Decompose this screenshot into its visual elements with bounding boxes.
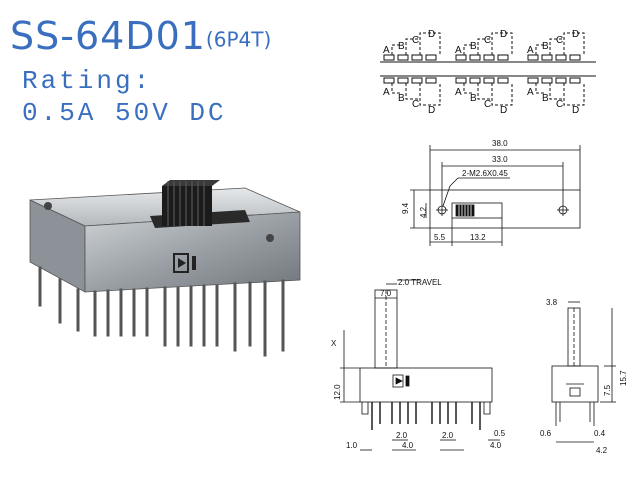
dim-half-height: 4.2 [419,206,428,218]
side-view-drawing [551,301,616,443]
dim-span-a: 4.0 [402,441,414,450]
switch-knob [162,180,220,226]
letter-d: D [500,105,507,116]
rating-label: Rating: [22,66,153,96]
model-title: SS-64D01(6P4T) [10,14,271,58]
switch-pins [38,266,285,357]
letter-d: D [572,29,579,40]
model-number: SS-64D01 [10,14,206,58]
mount-hole-right [266,234,274,242]
letter-b: B [542,93,549,104]
letter-b: B [398,93,405,104]
letter-c: C [556,99,563,110]
front-symbol-icon [392,374,410,388]
letter-c: C [412,35,419,46]
dim-total-height: 15.7 [619,370,628,386]
letter-c: C [412,99,419,110]
rating-value: 0.5A 50V DC [22,98,227,128]
letter-d: D [428,29,435,40]
letter-a: A [455,45,462,56]
letter-a: A [527,87,534,98]
letter-c: C [484,35,491,46]
dim-screw-spec: 2-M2.6X0.45 [462,169,508,178]
dim-overall-length: 38.0 [492,139,508,148]
top-view-drawing [410,145,581,246]
dim-pin-pitch-a: 2.0 [396,431,408,440]
switch-symbol-icon [173,253,196,273]
dim-slot-length: 13.2 [470,233,486,242]
dim-span-b: 4.0 [490,441,502,450]
letter-d: D [428,105,435,116]
letter-d: D [572,105,579,116]
schematic-group-3 [524,32,596,106]
schematic-group-2 [452,32,524,106]
model-config: (6P4T) [205,27,272,52]
dim-side-pin-b: 0.4 [594,429,606,438]
dim-hole-pitch: 33.0 [492,155,508,164]
letter-c: C [556,35,563,46]
letter-b: B [470,93,477,104]
front-view-drawing [340,279,500,451]
letter-a: A [527,45,534,56]
contact-schematic [380,32,596,106]
dim-side-pin-a: 0.6 [540,429,552,438]
letter-b: B [542,41,549,52]
dim-pin-length: 1.0 [346,441,358,450]
schematic-group-1 [380,32,452,106]
letter-a: A [383,87,390,98]
dim-travel: 2.0 TRAVEL [398,278,442,287]
dim-knob-width: 7.0 [380,289,392,298]
dim-side-body-height: 7.5 [603,384,612,396]
letter-d: D [500,29,507,40]
dim-body-height: 12.0 [333,384,342,400]
letter-c: C [484,99,491,110]
letter-b: B [398,41,405,52]
letter-a: A [455,87,462,98]
dim-side-knob-width: 3.8 [546,298,558,307]
mount-hole-left [44,202,52,210]
dim-offset: 5.5 [434,233,446,242]
dim-x: X [331,339,337,348]
dim-height: 9.4 [401,202,410,214]
schematic-letters: A B C D A B C D A B C D A B C D A B C D … [383,29,579,116]
letter-b: B [470,41,477,52]
dim-pin-pitch-b: 2.0 [442,431,454,440]
letter-a: A [383,45,390,56]
dim-side-pin-span: 4.2 [596,446,608,455]
dim-pin-width: 0.5 [494,429,506,438]
switch-photo [29,180,301,357]
